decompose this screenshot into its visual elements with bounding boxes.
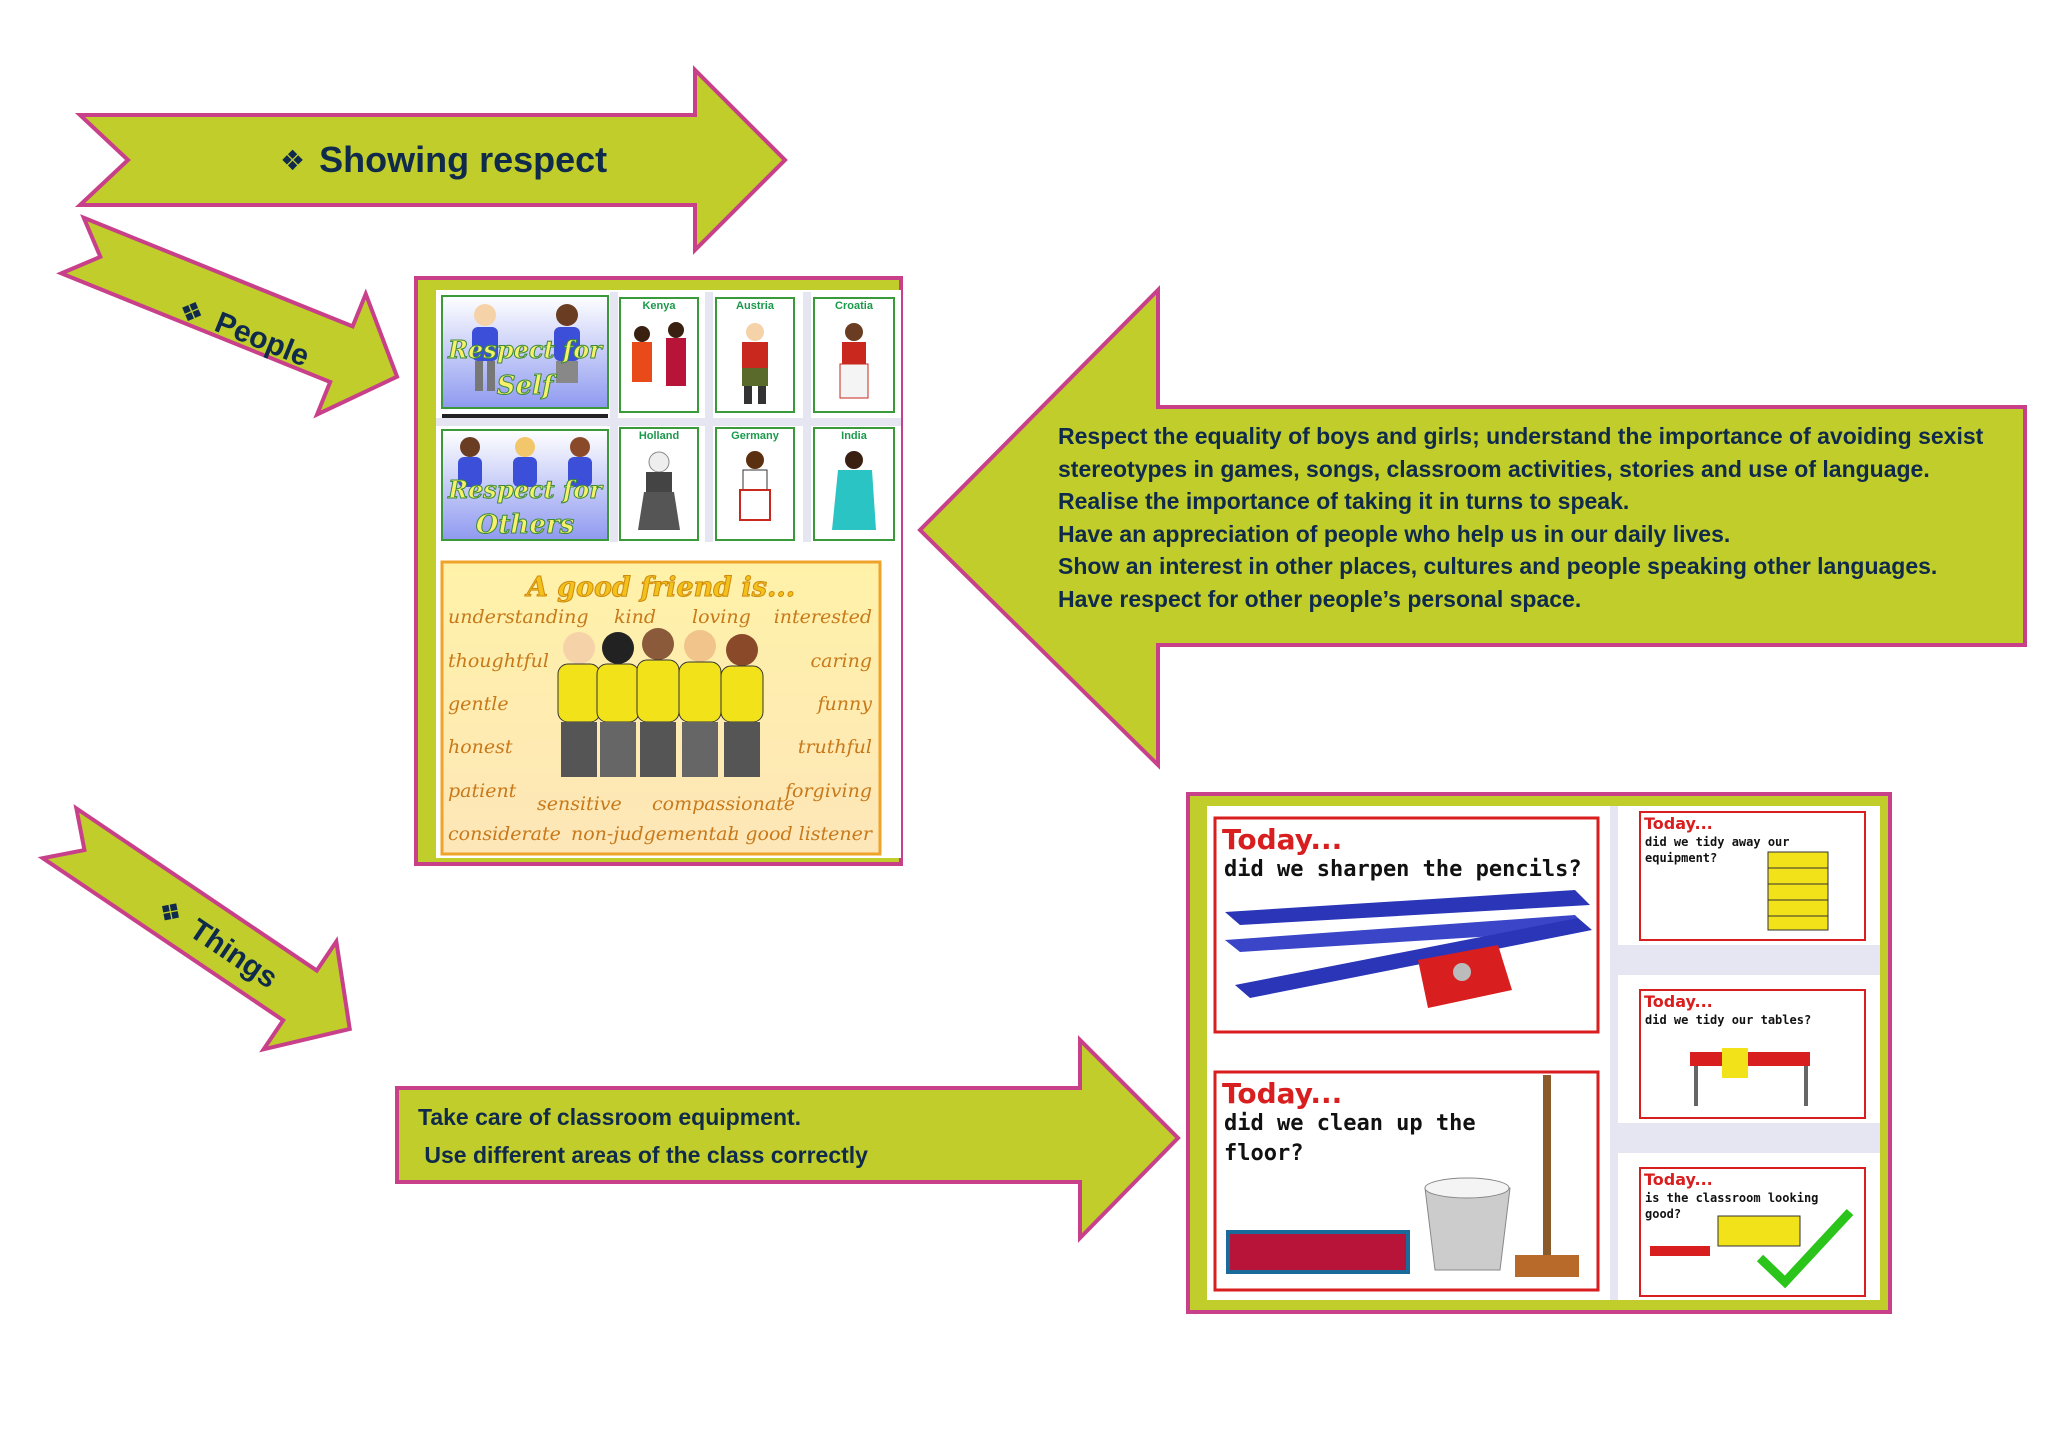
country-label: Holland — [639, 430, 679, 442]
country-label: Germany — [731, 430, 780, 442]
poster-heading: A good friend is... — [524, 572, 795, 603]
country-label: India — [841, 430, 868, 442]
people-info-text: Respect the equality of boys and girls; … — [1058, 420, 1983, 615]
poster-word: kind — [614, 606, 656, 628]
respect-self-card: Respect for Self — [441, 295, 609, 418]
poster-word: non-judgemental — [571, 823, 734, 845]
info-line: stereotypes in games, songs, classroom a… — [1058, 455, 1930, 482]
info-line: Show an interest in other places, cultur… — [1058, 553, 1938, 579]
info-line: Use different areas of the class correct… — [418, 1142, 868, 1168]
poster-word: a good listener — [728, 823, 874, 845]
country-card-kenya: Kenya — [619, 297, 699, 413]
poster-word: loving — [692, 606, 751, 628]
good-friend-poster: A good friend is... understanding kind l… — [440, 560, 882, 856]
today-question: did we tidy our tables? — [1645, 1013, 1811, 1027]
poster-word: forgiving — [783, 780, 872, 802]
today-card-tables: Today... did we tidy our tables? — [1639, 989, 1866, 1119]
today-title: Today... — [1644, 992, 1713, 1011]
country-label: Austria — [736, 300, 775, 312]
poster-word: truthful — [798, 736, 872, 758]
poster-word: sensitive — [537, 793, 622, 815]
poster-word: gentle — [448, 693, 509, 715]
respect-others-card: Respect for Others — [441, 429, 609, 541]
today-card-classroom: Today... is the classroom looking good? — [1639, 1167, 1866, 1297]
title-arrow-label: Showing respect — [319, 139, 608, 180]
respect-others-label-top: Respect for — [447, 475, 604, 504]
title-arrow: ❖ Showing respect — [280, 132, 607, 188]
today-title: Today... — [1644, 1170, 1713, 1189]
today-question: did we clean up the — [1224, 1111, 1476, 1136]
tick-icon — [1756, 1208, 1854, 1289]
today-card-equipment: Today... did we tidy away our equipment? — [1639, 811, 1866, 941]
children-group-illustration — [557, 628, 764, 777]
respect-self-label-top: Respect for — [447, 335, 604, 364]
title-arrow-shape — [74, 65, 788, 255]
respect-others-label-bottom: Others — [476, 510, 575, 540]
info-line: Respect the equality of boys and girls; … — [1058, 423, 1984, 449]
poster-word: patient — [448, 780, 517, 802]
today-card-pencils: Today... did we sharpen the pencils? — [1213, 816, 1600, 1034]
poster-word: compassionate — [652, 793, 795, 815]
poster-word: considerate — [448, 823, 561, 845]
respect-self-label-bottom: Self — [497, 371, 557, 401]
today-title: Today... — [1644, 814, 1713, 833]
today-title: Today... — [1222, 823, 1342, 856]
info-line: Take care of classroom equipment. — [418, 1104, 802, 1130]
poster-word: caring — [810, 650, 872, 672]
poster-word: thoughtful — [448, 650, 549, 672]
things-info-text: Take care of classroom equipment. Use di… — [418, 1098, 868, 1174]
info-line: Have respect for other people’s personal… — [1058, 585, 1582, 612]
today-question: equipment? — [1645, 851, 1717, 865]
poster-word: understanding — [448, 606, 589, 628]
country-card-croatia: Croatia — [813, 297, 895, 413]
people-arrow-shape — [56, 214, 400, 419]
country-card-germany: Germany — [715, 427, 795, 541]
today-title: Today... — [1222, 1077, 1342, 1110]
people-info-arrow-shape — [917, 285, 2027, 770]
things-arrow-shape — [37, 804, 352, 1053]
country-label: Croatia — [835, 300, 874, 312]
today-question: did we tidy away our — [1645, 835, 1790, 849]
country-label: Kenya — [642, 300, 676, 312]
things-info-arrow-shape — [395, 1035, 1181, 1243]
today-question: floor? — [1224, 1141, 1303, 1166]
info-line: Have an appreciation of people who help … — [1058, 520, 1731, 547]
things-picture-panel: Today... did we sharpen the pencils? Tod… — [1186, 792, 1892, 1314]
country-card-india: India — [813, 427, 895, 541]
info-line: Realise the importance of taking it in t… — [1058, 488, 1630, 514]
poster-word: funny — [816, 693, 873, 715]
country-card-austria: Austria — [715, 297, 795, 413]
today-card-floor: Today... did we clean up the floor? — [1213, 1070, 1600, 1292]
poster-word: interested — [774, 606, 872, 628]
poster-word: honest — [448, 736, 513, 758]
people-picture-panel: Respect for Self Respect for Others Keny… — [414, 276, 903, 866]
diamond-bullet-icon: ❖ — [280, 144, 306, 176]
today-question: is the classroom looking — [1645, 1191, 1818, 1205]
country-card-holland: Holland — [619, 427, 699, 541]
today-question: did we sharpen the pencils? — [1224, 857, 1582, 882]
today-question: good? — [1645, 1207, 1681, 1221]
